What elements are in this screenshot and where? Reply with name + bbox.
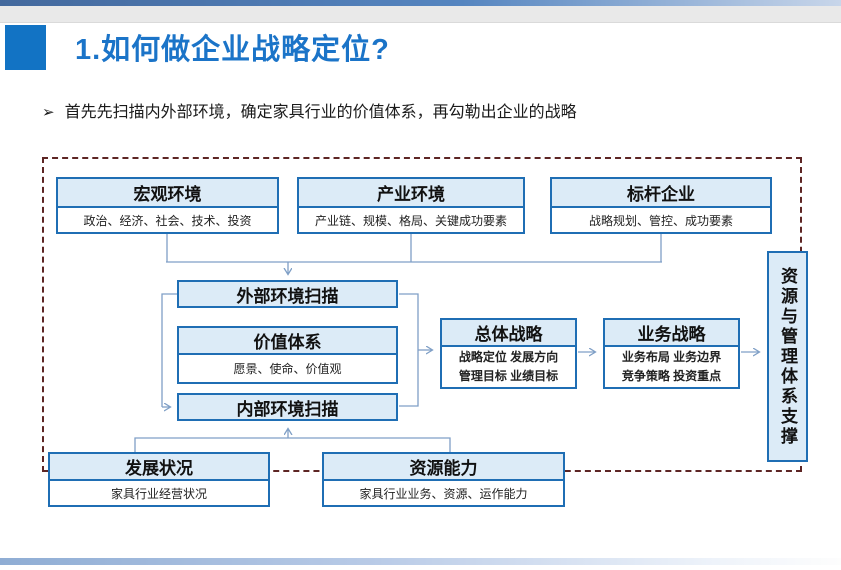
industry-environment-detail: 产业链、规模、格局、关键成功要素 (299, 208, 523, 232)
business-strategy-title: 业务战略 (605, 320, 738, 347)
development-status-detail: 家具行业经营状况 (50, 481, 268, 505)
top-accent-bar (0, 0, 841, 6)
benchmark-enterprise-title: 标杆企业 (552, 179, 770, 208)
overall-strategy-box: 总体战略 战略定位 发展方向 管理目标 业绩目标 (440, 318, 577, 389)
business-strategy-line1: 业务布局 业务边界 (621, 350, 722, 365)
benchmark-enterprise-detail: 战略规划、管控、成功要素 (552, 208, 770, 232)
industry-environment-box: 产业环境 产业链、规模、格局、关键成功要素 (297, 177, 525, 234)
resource-management-support-box: 资源与管理体系支撑 (767, 251, 808, 462)
macro-environment-detail: 政治、经济、社会、技术、投资 (58, 208, 277, 232)
industry-environment-title: 产业环境 (299, 179, 523, 208)
benchmark-enterprise-box: 标杆企业 战略规划、管控、成功要素 (550, 177, 772, 234)
header-gray-band (0, 6, 841, 23)
bullet-text: 首先先扫描内外部环境，确定家具行业的价值体系，再勾勒出企业的战略 (64, 104, 577, 121)
title-accent-square (5, 25, 46, 70)
internal-scan-box: 内部环境扫描 (177, 393, 398, 421)
macro-environment-box: 宏观环境 政治、经济、社会、技术、投资 (56, 177, 279, 234)
intro-bullet: ➢ 首先先扫描内外部环境，确定家具行业的价值体系，再勾勒出企业的战略 (42, 102, 802, 124)
resource-capability-box: 资源能力 家具行业业务、资源、运作能力 (322, 452, 565, 507)
business-strategy-detail: 业务布局 业务边界 竞争策略 投资重点 (605, 347, 738, 387)
development-status-title: 发展状况 (50, 454, 268, 481)
resource-management-support-label: 资源与管理体系支撑 (778, 266, 797, 447)
overall-strategy-line2: 管理目标 业绩目标 (458, 369, 559, 383)
bullet-arrow-icon: ➢ (42, 104, 55, 121)
resource-capability-detail: 家具行业业务、资源、运作能力 (324, 481, 563, 505)
overall-strategy-line1: 战略定位 发展方向 (458, 350, 559, 365)
value-system-detail: 愿景、使命、价值观 (179, 355, 396, 382)
page-title: 1.如何做企业战略定位? (75, 34, 390, 66)
bottom-accent-bar (0, 558, 841, 565)
macro-environment-title: 宏观环境 (58, 179, 277, 208)
value-system-title: 价值体系 (179, 328, 396, 355)
overall-strategy-detail: 战略定位 发展方向 管理目标 业绩目标 (442, 347, 575, 387)
business-strategy-box: 业务战略 业务布局 业务边界 竞争策略 投资重点 (603, 318, 740, 389)
business-strategy-line2: 竞争策略 投资重点 (621, 369, 722, 383)
resource-capability-title: 资源能力 (324, 454, 563, 481)
overall-strategy-title: 总体战略 (442, 320, 575, 347)
external-scan-box: 外部环境扫描 (177, 280, 398, 308)
value-system-box: 价值体系 愿景、使命、价值观 (177, 326, 398, 384)
development-status-box: 发展状况 家具行业经营状况 (48, 452, 270, 507)
